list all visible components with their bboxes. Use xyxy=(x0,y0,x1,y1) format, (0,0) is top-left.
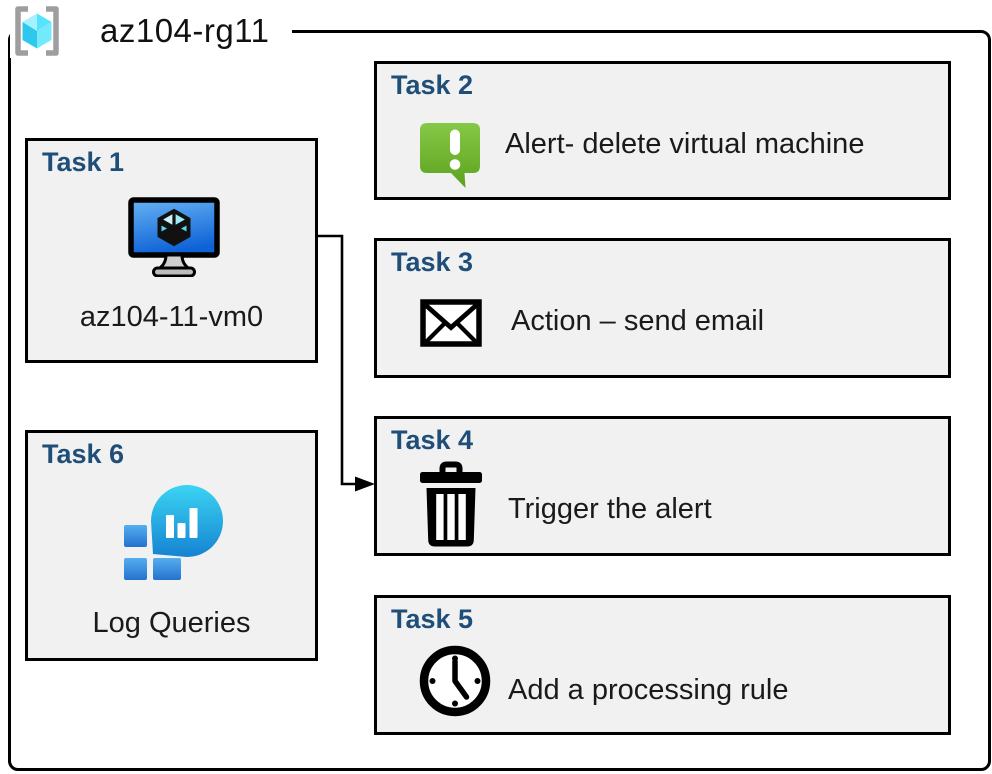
task-1-label: az104-11-vm0 xyxy=(79,301,264,333)
task-2-box: Task 2 Alert- delete virtual machine xyxy=(374,61,951,200)
virtual-machine-icon xyxy=(128,197,220,277)
trash-icon xyxy=(420,461,482,547)
task-5-title: Task 5 xyxy=(391,604,474,634)
task-4-title: Task 4 xyxy=(391,425,474,455)
alert-icon xyxy=(420,123,480,188)
task-2-title: Task 2 xyxy=(391,70,474,100)
task-4-label: Trigger the alert xyxy=(508,493,712,525)
task-3-title: Task 3 xyxy=(391,247,474,277)
task-1-box: Task 1 az104-11-vm0 xyxy=(25,138,318,363)
task-3-box: Task 3 Action – send email xyxy=(374,238,951,378)
resource-group-header xyxy=(24,18,292,48)
resource-group-name: az104-rg11 xyxy=(100,12,270,49)
email-icon xyxy=(420,299,482,347)
task-6-box: Task 6 Log Queries xyxy=(25,430,318,661)
task-4-box: Task 4 Trigger the alert xyxy=(374,416,951,556)
task-5-label: Add a processing rule xyxy=(508,674,789,706)
resource-group-icon xyxy=(10,4,64,58)
log-analytics-icon xyxy=(124,485,223,580)
task-6-label: Log Queries xyxy=(92,607,251,639)
task-1-title: Task 1 xyxy=(42,147,125,177)
task-6-title: Task 6 xyxy=(42,439,125,469)
task-5-box: Task 5 Add a processing rule xyxy=(374,595,951,735)
clock-icon xyxy=(419,645,491,717)
task-2-label: Alert- delete virtual machine xyxy=(505,128,865,160)
task-3-label: Action – send email xyxy=(511,305,765,337)
